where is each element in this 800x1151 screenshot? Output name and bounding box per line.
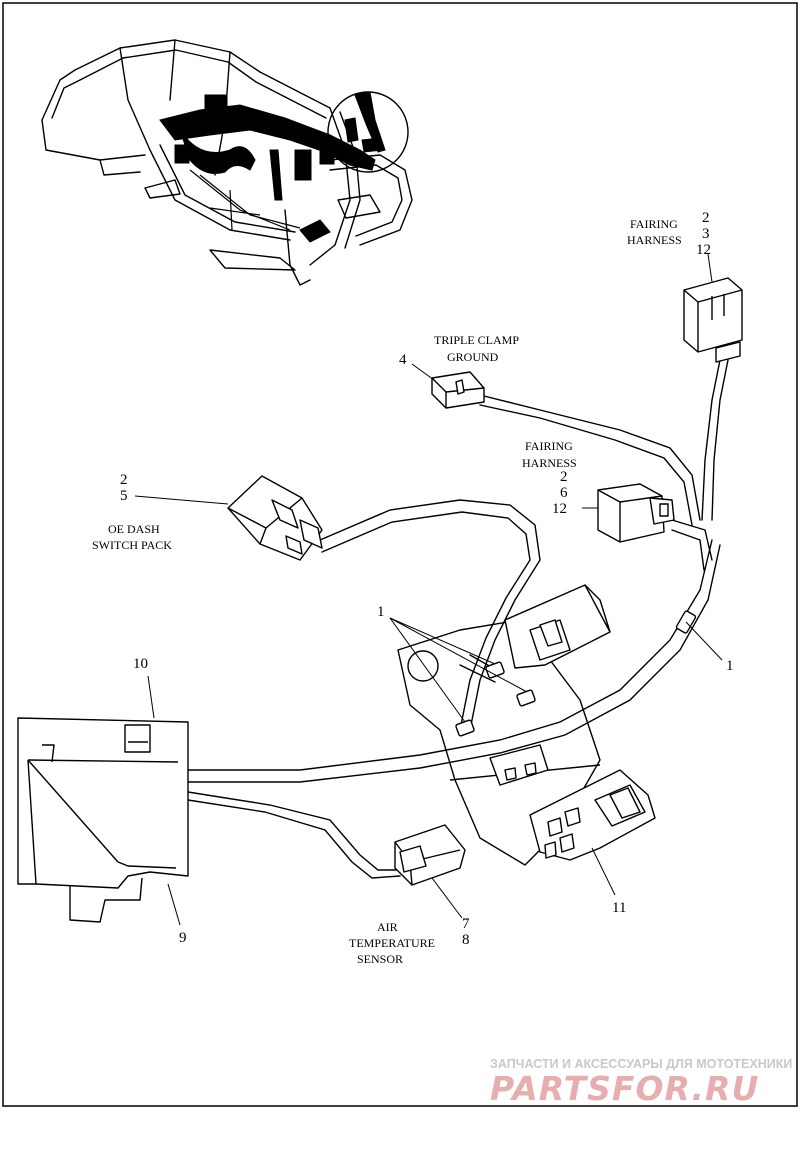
air-temp-connector [394, 824, 466, 886]
leader-lines [134, 253, 723, 926]
part-11-mounting-plate [397, 619, 656, 866]
oe-dash-label-1: OE DASH [108, 522, 160, 536]
fairing-mid-ref-1: 2 [560, 469, 568, 485]
watermark-logo-left: PARTS [490, 1069, 612, 1108]
triple-clamp-ground-connector [431, 371, 485, 409]
air-temp-label-1: AIR [377, 920, 398, 934]
callout-part-9: 9 [179, 930, 187, 946]
fairing-mid-label-2: HARNESS [522, 456, 577, 470]
oe-dash-connector [227, 475, 323, 561]
triple-clamp-label-2: GROUND [447, 350, 499, 364]
part-10-bracket [17, 717, 189, 923]
callout-part-10: 10 [133, 656, 148, 672]
callout-clips-left: 1 [377, 604, 385, 620]
watermark-logo: PARTSFOR.RU [490, 1069, 759, 1108]
oe-dash-ref-2: 5 [120, 488, 128, 504]
fairing-top-ref-2: 3 [702, 226, 710, 242]
fairing-harness-connector-mid [597, 483, 675, 543]
triple-clamp-branch [479, 394, 701, 526]
callout-air-temp: AIR TEMPERATURE SENSOR 7 8 [349, 916, 470, 966]
main-harness-trunk [187, 539, 721, 879]
air-temp-label-2: TEMPERATURE [349, 936, 435, 950]
watermark-logo-right: FOR.RU [612, 1069, 759, 1108]
fairing-mid-label-1: FAIRING [525, 439, 573, 453]
fairing-mid-ref-3: 12 [552, 501, 567, 517]
triple-clamp-label-1: TRIPLE CLAMP [434, 333, 519, 347]
callout-fairing-mid: FAIRING HARNESS 2 6 12 [522, 439, 577, 517]
frame-harness-lines [189, 169, 301, 231]
fairing-top-ref-1: 2 [702, 210, 710, 226]
frame-harness-detail [159, 91, 386, 243]
cable-clips [455, 610, 697, 737]
callout-triple-clamp: TRIPLE CLAMP GROUND 4 [399, 333, 519, 368]
oe-dash-label-2: SWITCH PACK [92, 538, 172, 552]
air-temp-ref-2: 8 [462, 932, 470, 948]
page-border [2, 2, 798, 1107]
callout-clip-right: 1 [726, 658, 734, 674]
triple-clamp-ref: 4 [399, 352, 407, 368]
air-temp-label-3: SENSOR [357, 952, 403, 966]
fairing-harness-connector-top [683, 277, 743, 363]
fairing-mid-ref-2: 6 [560, 485, 568, 501]
fairing-top-branch [701, 359, 729, 521]
fairing-top-ref-3: 12 [696, 242, 711, 258]
callout-fairing-top: FAIRING HARNESS 2 3 12 [627, 210, 711, 258]
watermark-tagline: ЗАПЧАСТИ И АКСЕССУАРЫ ДЛЯ МОТОТЕХНИКИ [490, 1057, 792, 1071]
fairing-mid-branch [671, 519, 713, 571]
fairing-top-label-2: HARNESS [627, 233, 682, 247]
air-temp-ref-1: 7 [462, 916, 470, 932]
watermark: ЗАПЧАСТИ И АКСЕССУАРЫ ДЛЯ МОТОТЕХНИКИ PA… [490, 1057, 792, 1108]
oe-dash-ref-1: 2 [120, 472, 128, 488]
fairing-top-label-1: FAIRING [630, 217, 678, 231]
switch-housing [504, 584, 611, 669]
callout-oe-dash: 2 5 OE DASH SWITCH PACK [92, 472, 172, 552]
cable-clip-left [455, 719, 475, 737]
cable-clip-middle [516, 689, 536, 707]
callout-part-11: 11 [612, 900, 626, 916]
